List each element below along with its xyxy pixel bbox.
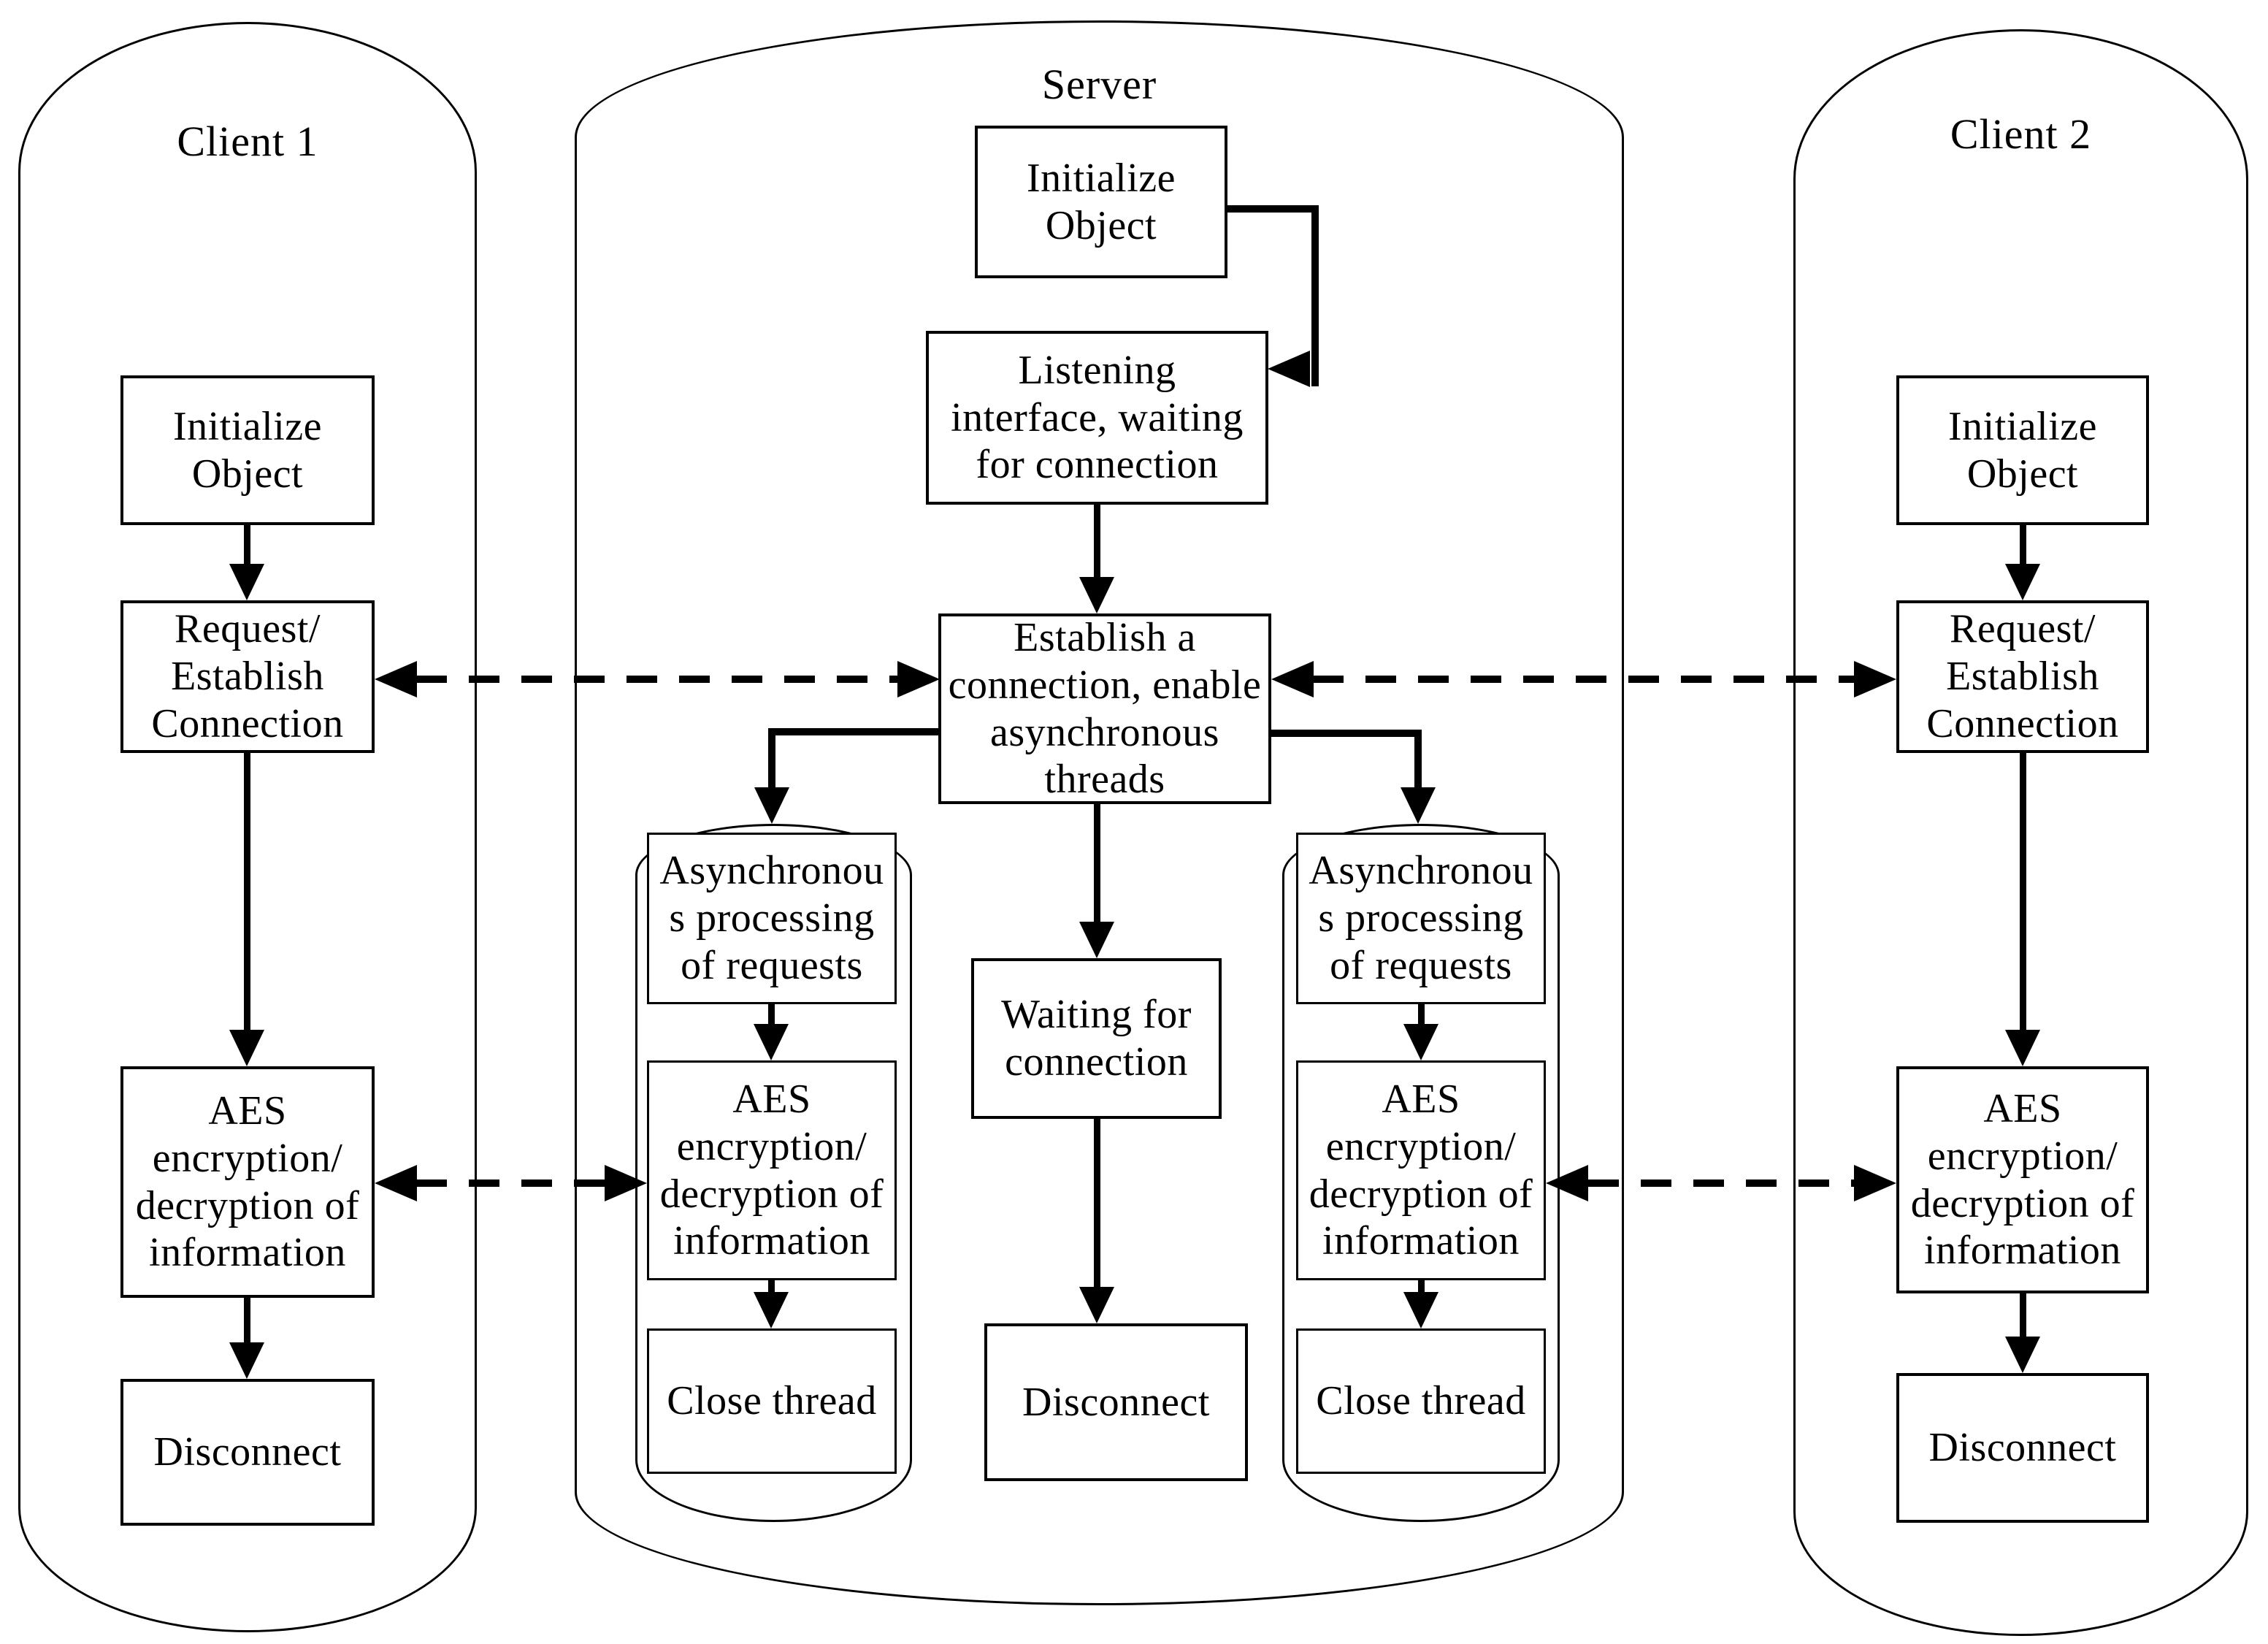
connector-server-init-to-listening-hline bbox=[1225, 205, 1318, 213]
server-establish-connection-box: Establish a connection, enable asynchron… bbox=[938, 613, 1271, 804]
arrow-client1-request-to-aes-head bbox=[229, 1030, 264, 1066]
arrow-client1-init-to-request-shaft bbox=[244, 524, 250, 568]
dashed-arrow-establish-right-head bbox=[1271, 661, 1314, 697]
arrow-server-establish-to-waiting-head bbox=[1079, 922, 1114, 958]
connector-establish-to-thread-left-hline bbox=[768, 728, 938, 735]
client1-aes-encryption-box: AES encryption/ decryption of informatio… bbox=[120, 1066, 375, 1298]
client2-aes-encryption-box: AES encryption/ decryption of informatio… bbox=[1896, 1066, 2149, 1293]
arrow-client2-init-to-request-head bbox=[2005, 564, 2040, 600]
server-disconnect-box: Disconnect bbox=[984, 1323, 1248, 1481]
client1-initialize-object-box: Initialize Object bbox=[120, 375, 375, 525]
thread-left-async-processing-box: Asynchronou s processing of requests bbox=[647, 833, 897, 1004]
client2-title: Client 2 bbox=[1950, 110, 2092, 158]
arrow-server-waiting-to-disconnect-head bbox=[1079, 1287, 1114, 1323]
dashed-arrow-client1-request-head bbox=[375, 661, 417, 697]
arrow-server-establish-to-waiting-shaft bbox=[1094, 804, 1100, 925]
connector-establish-to-thread-left-head bbox=[754, 787, 789, 824]
server-listening-interface-box: Listening interface, waiting for connect… bbox=[926, 331, 1268, 505]
arrow-thread-left-async-to-aes-head bbox=[754, 1024, 789, 1060]
thread-right-aes-encryption-box: AES encryption/ decryption of informatio… bbox=[1296, 1060, 1546, 1280]
connector-establish-to-thread-right-vline bbox=[1414, 730, 1422, 790]
arrow-client1-request-to-aes-shaft bbox=[244, 753, 250, 1033]
arrow-thread-left-async-to-aes-shaft bbox=[768, 1004, 775, 1028]
arrow-thread-right-aes-to-close-head bbox=[1403, 1292, 1438, 1328]
dashed-arrow-client2-request-head bbox=[1854, 661, 1896, 697]
arrow-client1-aes-to-disconnect-shaft bbox=[244, 1298, 250, 1345]
dashed-arrow-client1-aes-head bbox=[375, 1165, 417, 1201]
arrow-thread-right-aes-to-close-shaft bbox=[1418, 1280, 1425, 1295]
arrow-client1-init-to-request-head bbox=[229, 564, 264, 600]
client1-request-establish-connection-box: Request/ Establish Connection bbox=[120, 600, 375, 753]
dashed-arrow-establish-client2-line bbox=[1313, 676, 1854, 683]
arrow-client2-init-to-request-shaft bbox=[2020, 524, 2026, 568]
arrow-client2-request-to-aes-shaft bbox=[2020, 753, 2026, 1033]
arrow-client2-request-to-aes-head bbox=[2005, 1030, 2040, 1066]
client2-request-establish-connection-box: Request/ Establish Connection bbox=[1896, 600, 2149, 753]
thread-right-close-thread-box: Close thread bbox=[1296, 1328, 1546, 1474]
arrow-server-listening-to-establish-head bbox=[1079, 577, 1114, 613]
arrow-server-listening-to-establish-shaft bbox=[1094, 505, 1100, 581]
dashed-arrow-establish-left-head bbox=[897, 661, 940, 697]
client1-disconnect-box: Disconnect bbox=[120, 1379, 375, 1526]
connector-establish-to-thread-left-vline bbox=[768, 728, 775, 790]
client1-title: Client 1 bbox=[177, 118, 318, 165]
arrow-client1-aes-to-disconnect-head bbox=[229, 1342, 264, 1379]
arrow-server-waiting-to-disconnect-shaft bbox=[1094, 1119, 1100, 1290]
dashed-arrow-thread-right-client2-line bbox=[1588, 1180, 1854, 1187]
server-waiting-for-connection-box: Waiting for connection bbox=[971, 958, 1222, 1119]
connector-establish-to-thread-right-head bbox=[1401, 787, 1436, 824]
thread-left-aes-encryption-box: AES encryption/ decryption of informatio… bbox=[647, 1060, 897, 1280]
connector-establish-to-thread-right-hline bbox=[1271, 730, 1422, 737]
connector-server-init-to-listening-vline bbox=[1311, 205, 1319, 386]
arrow-thread-left-aes-to-close-shaft bbox=[768, 1280, 775, 1295]
client2-disconnect-box: Disconnect bbox=[1896, 1373, 2149, 1523]
client2-initialize-object-box: Initialize Object bbox=[1896, 375, 2149, 525]
dashed-arrow-client2-aes-head bbox=[1854, 1165, 1896, 1201]
server-title: Server bbox=[1041, 61, 1157, 108]
arrow-client2-aes-to-disconnect-head bbox=[2005, 1337, 2040, 1373]
arrow-thread-right-async-to-aes-shaft bbox=[1418, 1004, 1425, 1028]
dashed-arrow-thread-right-aes-head bbox=[1546, 1165, 1588, 1201]
arrow-thread-right-async-to-aes-head bbox=[1403, 1024, 1438, 1060]
thread-left-close-thread-box: Close thread bbox=[647, 1328, 897, 1474]
dashed-arrow-thread-left-aes-head bbox=[605, 1165, 647, 1201]
arrow-thread-left-aes-to-close-head bbox=[754, 1292, 789, 1328]
dashed-arrow-client1-establish-line bbox=[416, 676, 897, 683]
connector-server-init-to-listening-head bbox=[1268, 351, 1310, 387]
arrow-client2-aes-to-disconnect-shaft bbox=[2020, 1293, 2026, 1338]
thread-right-async-processing-box: Asynchronou s processing of requests bbox=[1296, 833, 1546, 1004]
dashed-arrow-client1-thread-left-line bbox=[416, 1180, 605, 1187]
server-initialize-object-box: Initialize Object bbox=[975, 126, 1227, 278]
